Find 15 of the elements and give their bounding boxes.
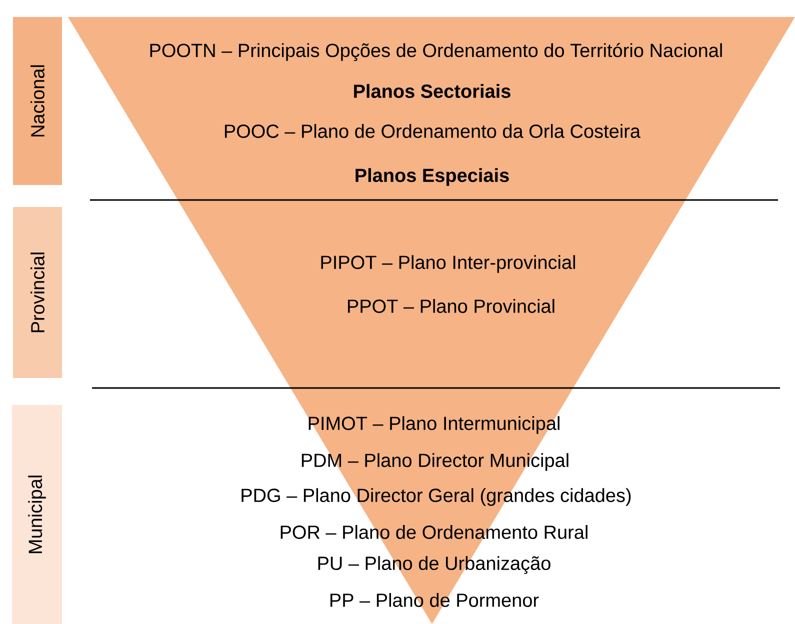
level-plan-text: POOC – Plano de Ordenamento da Orla Costeira [224, 124, 641, 138]
level-plan-text: PPOT – Plano Provincial [348, 299, 554, 313]
level-plan-text: PP – Plano de Pormenor [330, 593, 539, 607]
level-plan-text: POR – Plano de Ordenamento Rural [280, 525, 588, 539]
level-plan-text: PDG – Plano Director Geral (grandes cidades) [242, 488, 631, 506]
level-band: Nacional [13, 17, 62, 185]
level-plan-text: Planos Especiais [356, 168, 509, 186]
level-band: Provincial [13, 207, 62, 378]
level-band: Municipal [12, 405, 62, 624]
level-plan-text: Planos Sectoriais [354, 84, 510, 98]
level-plan-text: POOTN – Principais Opções de Ordenamento do Território Nacional [150, 42, 722, 61]
level-plan-text: PU – Plano de Urbanização [318, 556, 550, 574]
level-plan-text: PDM – Plano Director Municipal [302, 453, 568, 471]
level-plan-text: PIPOT – Plano Inter-provincial [321, 255, 575, 273]
level-plan-text: PIMOT – Plano Intermunicipal [308, 416, 560, 434]
